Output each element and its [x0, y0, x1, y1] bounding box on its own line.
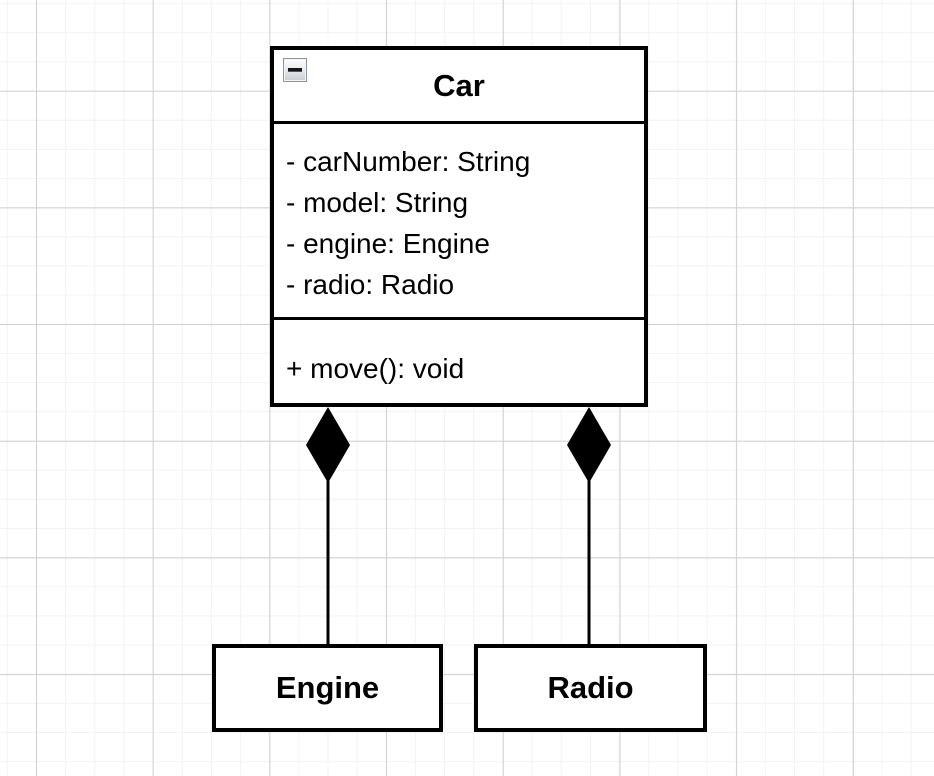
- methods-section: + move(): void: [274, 317, 644, 404]
- attribute-item: - carNumber: String: [286, 146, 531, 177]
- class-title: Engine: [275, 670, 380, 705]
- composition-diamond-icon[interactable]: [567, 407, 611, 483]
- attribute-item: - model: String: [286, 187, 469, 218]
- class-box-radio[interactable]: Radio: [474, 644, 707, 732]
- composition-diamond-icon[interactable]: [306, 407, 350, 483]
- minus-icon: [288, 68, 302, 72]
- attribute-item: - radio: Radio: [286, 269, 455, 300]
- class-box-engine[interactable]: Engine: [212, 644, 443, 732]
- attributes-section: - carNumber: String - model: String - en…: [274, 121, 644, 317]
- composition-edge-car-radio[interactable]: [567, 407, 611, 646]
- composition-edge-car-engine[interactable]: [306, 407, 350, 646]
- class-box-car[interactable]: Car - carNumber: String - model: String …: [270, 46, 648, 407]
- method-item: + move(): void: [286, 353, 465, 384]
- class-title: Radio: [547, 670, 634, 705]
- class-title: Car: [433, 67, 485, 103]
- collapse-button[interactable]: [283, 58, 307, 82]
- attribute-item: - engine: Engine: [286, 228, 490, 259]
- class-header-car: Car: [274, 50, 644, 121]
